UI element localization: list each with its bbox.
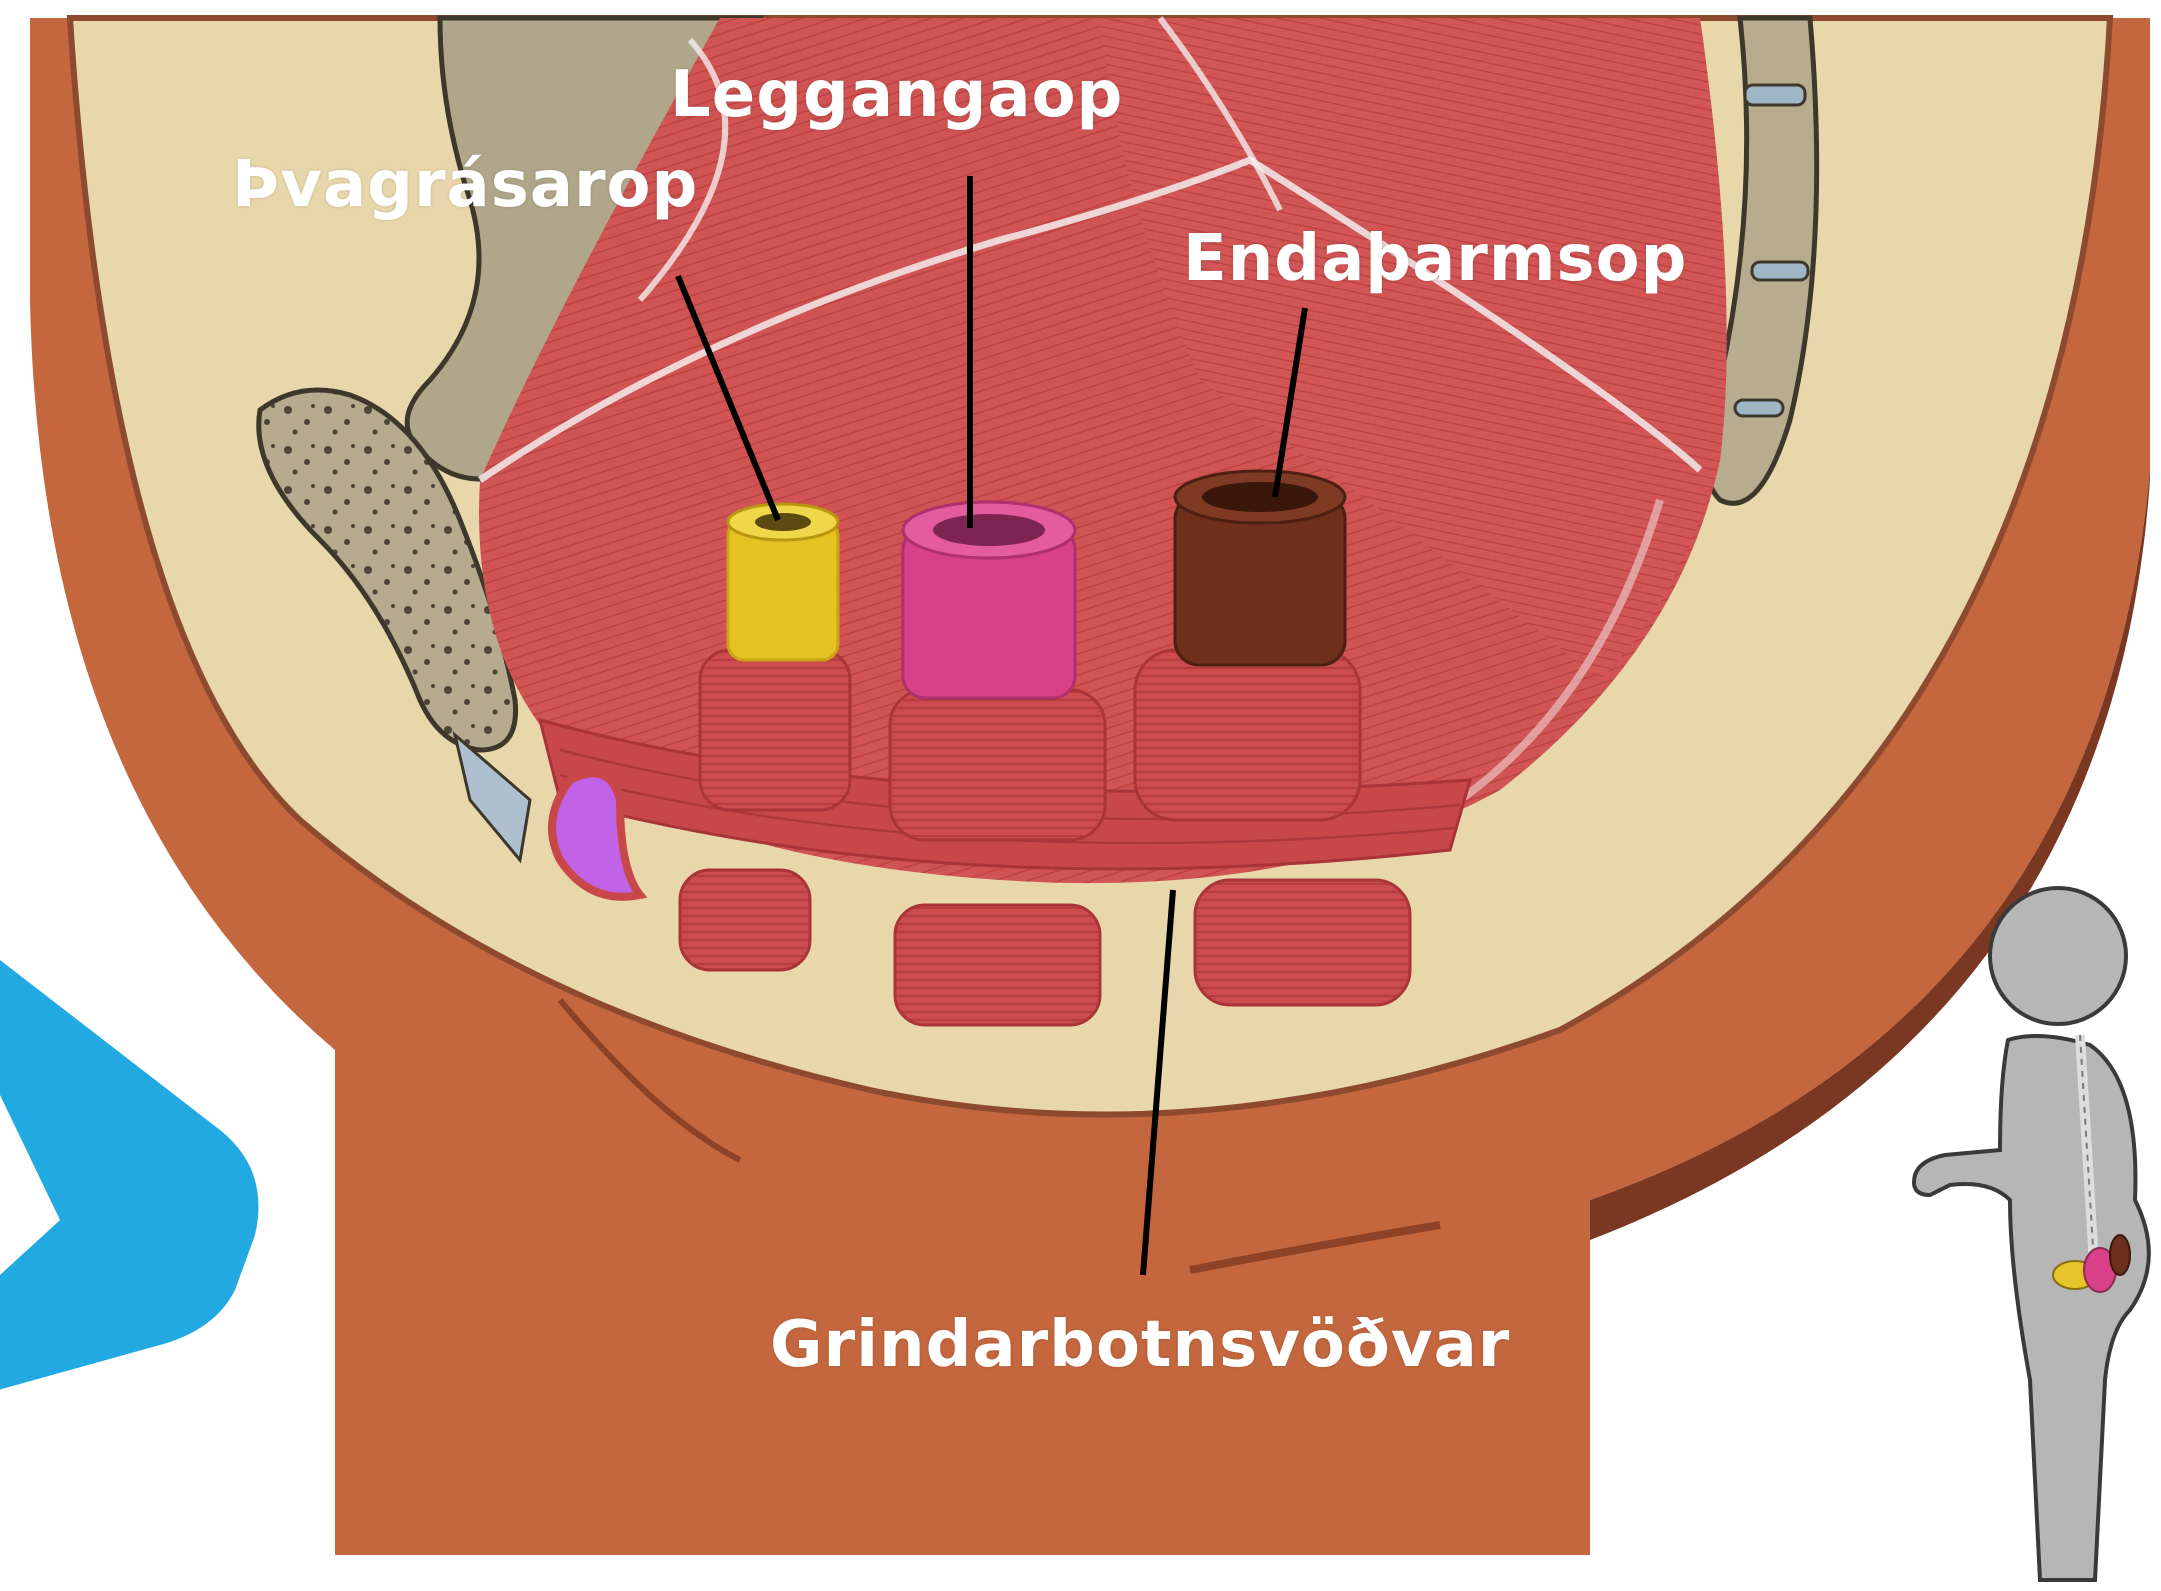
vaginal-muscle-ring [890, 690, 1105, 840]
muscle-ring-lower [895, 905, 1100, 1025]
anal-opening-label: Endaþarmsop [1183, 222, 1687, 296]
urethral-sphincter [700, 650, 850, 810]
rectum-tube [1175, 471, 1345, 665]
vertebral-disc [1752, 262, 1808, 280]
vertebral-disc [1745, 85, 1805, 105]
urethra-tube [728, 504, 838, 660]
vaginal-opening-label: Leggangaop [670, 58, 1123, 132]
muscle-ring-lower [1195, 880, 1410, 1005]
blue-arrow-icon [0, 930, 258, 1395]
anal-sphincter [1135, 650, 1360, 820]
vertebral-disc [1735, 400, 1783, 416]
muscle-ring-lower [680, 870, 810, 970]
vagina-tube [903, 502, 1075, 698]
pelvic-floor-muscles-label: Grindarbotnsvöðvar [770, 1308, 1510, 1382]
urethral-opening-label: Þvagrásarop [232, 148, 698, 222]
